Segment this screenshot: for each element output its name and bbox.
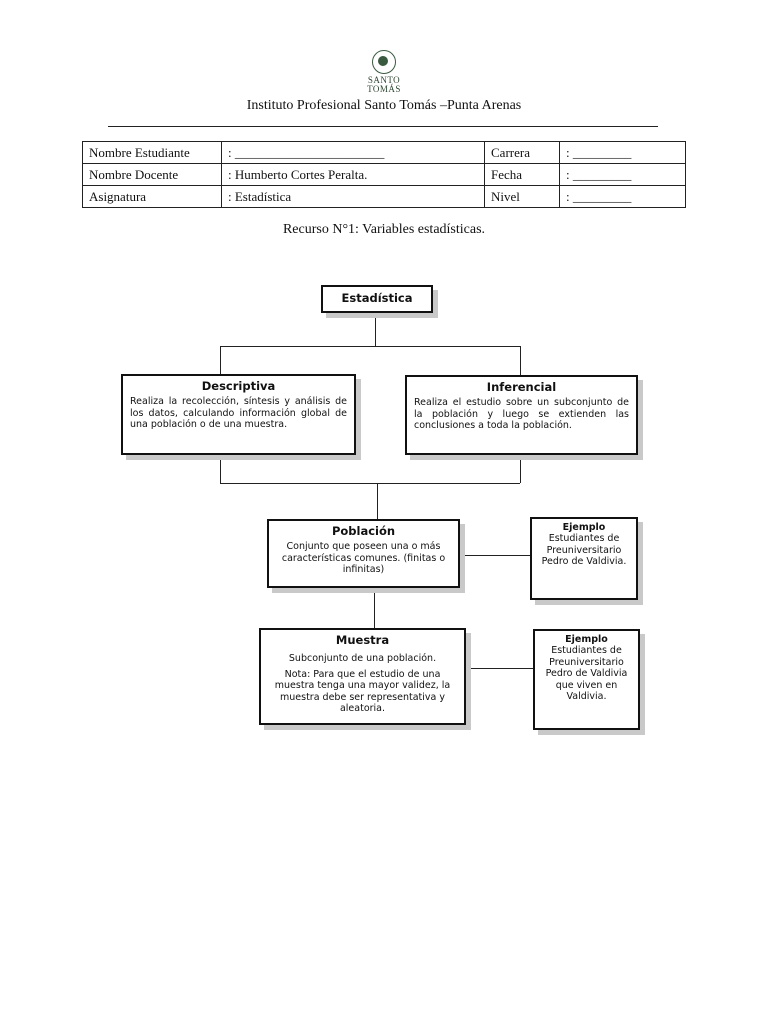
box-text: Estudiantes de Preuniversitario Pedro de… bbox=[541, 533, 627, 567]
box-text: Realiza la recolección, síntesis y análi… bbox=[130, 396, 347, 430]
box-text: Estudiantes de Preuniversitario Pedro de… bbox=[545, 645, 628, 702]
descriptiva-box: Descriptiva Realiza la recolección, sínt… bbox=[121, 374, 356, 455]
connector-line bbox=[464, 668, 534, 669]
label-cell: Nombre Docente bbox=[82, 163, 222, 186]
connector-line bbox=[374, 586, 375, 629]
value-cell: : _________ bbox=[559, 163, 686, 186]
value-cell: : _______________________ bbox=[221, 141, 485, 164]
header-divider bbox=[108, 126, 658, 127]
label-cell: Nombre Estudiante bbox=[82, 141, 222, 164]
connector-line bbox=[375, 312, 376, 347]
box-title: Muestra bbox=[335, 633, 390, 647]
logo-text: SANTO TOMÁS bbox=[367, 75, 401, 94]
estadistica-box: Estadística bbox=[321, 285, 433, 313]
institution-logo: SANTO TOMÁS bbox=[354, 50, 414, 96]
connector-line bbox=[459, 555, 531, 556]
value-cell: : _________ bbox=[559, 185, 686, 208]
inferencial-box: Inferencial Realiza el estudio sobre un … bbox=[405, 375, 638, 455]
ejemplo-box: Ejemplo Estudiantes de Preuniversitario … bbox=[530, 517, 638, 600]
box-text: Subconjunto de una población. bbox=[288, 653, 437, 664]
label-cell: Carrera bbox=[484, 141, 560, 164]
connector-line bbox=[220, 346, 221, 375]
value-cell: : Humberto Cortes Peralta. bbox=[221, 163, 485, 186]
value-cell: : _________ bbox=[559, 141, 686, 164]
crest-icon bbox=[372, 50, 396, 74]
poblacion-box: Población Conjunto que poseen una o más … bbox=[267, 519, 460, 588]
connector-line bbox=[220, 483, 520, 484]
box-title: Ejemplo bbox=[565, 634, 608, 645]
connector-line bbox=[220, 453, 221, 483]
box-text: Realiza el estudio sobre un subconjunto … bbox=[414, 397, 629, 431]
box-title: Ejemplo bbox=[562, 522, 606, 533]
connector-line bbox=[377, 483, 378, 519]
connector-line bbox=[520, 453, 521, 483]
box-text: Conjunto que poseen una o más caracterís… bbox=[281, 541, 446, 575]
muestra-box: Muestra Subconjunto de una población. No… bbox=[259, 628, 466, 725]
resource-title: Recurso N°1: Variables estadísticas. bbox=[282, 222, 486, 237]
box-title: Descriptiva bbox=[201, 379, 276, 393]
ejemplo-box: Ejemplo Estudiantes de Preuniversitario … bbox=[533, 629, 640, 730]
value-cell: : Estadística bbox=[221, 185, 485, 208]
box-note: Nota: Para que el estudio de una muestra… bbox=[274, 668, 451, 715]
table-row: Asignatura : Estadística Nivel : _______… bbox=[82, 185, 686, 208]
box-title: Población bbox=[331, 524, 396, 538]
label-cell: Asignatura bbox=[82, 185, 222, 208]
box-title: Inferencial bbox=[486, 380, 557, 394]
label-cell: Nivel bbox=[484, 185, 560, 208]
table-row: Nombre Estudiante : ____________________… bbox=[82, 141, 686, 164]
connector-line bbox=[520, 346, 521, 375]
box-title: Estadística bbox=[341, 291, 413, 305]
institute-name: Instituto Profesional Santo Tomás –Punta… bbox=[246, 98, 522, 113]
student-info-table: Nombre Estudiante : ____________________… bbox=[82, 141, 686, 208]
label-cell: Fecha bbox=[484, 163, 560, 186]
connector-line bbox=[220, 346, 520, 347]
table-row: Nombre Docente : Humberto Cortes Peralta… bbox=[82, 163, 686, 186]
